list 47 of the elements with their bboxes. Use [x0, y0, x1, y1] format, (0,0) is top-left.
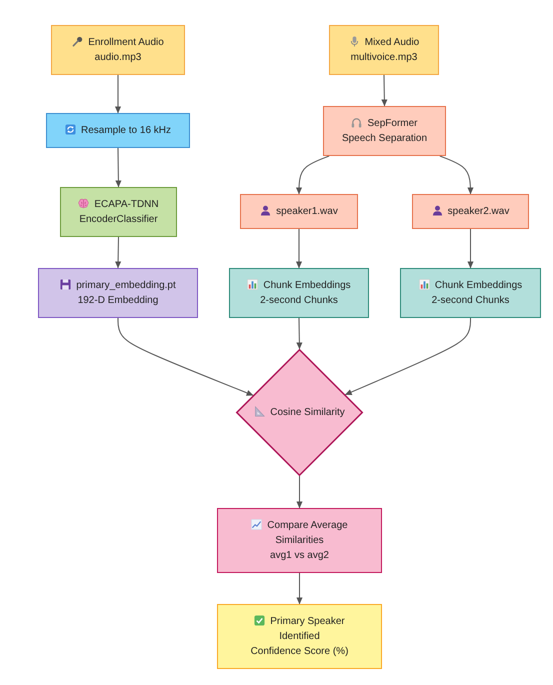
arrow [114, 74, 122, 114]
node-label: SepFormer [367, 118, 418, 129]
process-box [51, 25, 185, 75]
node-label: primary_embedding.pt [76, 280, 176, 291]
node-label: multivoice.mp3 [350, 52, 418, 63]
node-label: Cosine Similarity [270, 407, 345, 418]
node-label: Chunk Embeddings [263, 280, 351, 291]
node-label: Speech Separation [342, 133, 428, 144]
process-box [323, 106, 446, 156]
node-label: Primary Speaker Identified [270, 616, 345, 642]
process-box [240, 194, 358, 229]
node-label: 192-D Embedding [78, 295, 158, 306]
node-label: Chunk Embeddings [434, 280, 522, 291]
node-label: speaker2.wav [448, 206, 510, 217]
arrow [296, 318, 302, 350]
node-label: Confidence Score (%) [250, 646, 348, 657]
arrow [381, 74, 388, 106]
node-label: Resample to 16 kHz [80, 125, 172, 136]
node-label: EncoderClassifier [79, 214, 158, 225]
process-box [60, 187, 177, 237]
process-box [400, 268, 541, 318]
process-box [329, 25, 439, 75]
arrow [296, 572, 303, 604]
node-label: audio.mp3 [94, 52, 142, 63]
process-box [229, 268, 369, 318]
node-label: 2-second Chunks [260, 295, 338, 306]
process-box [217, 604, 382, 669]
process-box [412, 194, 529, 229]
node-label: 2-second Chunks [432, 295, 510, 306]
arrow [115, 236, 122, 268]
arrow [296, 476, 303, 508]
node-label: Mixed Audio [364, 37, 420, 48]
arrow [118, 318, 254, 396]
node-label: avg1 vs avg2 [270, 550, 329, 561]
decision-diamond [236, 349, 363, 476]
node-label: ECAPA-TDNN [94, 199, 159, 210]
node-label: Enrollment Audio [88, 37, 164, 48]
arrow [344, 318, 471, 396]
arrow [467, 228, 474, 268]
process-box [217, 508, 382, 573]
arrow [439, 156, 474, 194]
arrow [115, 148, 122, 188]
process-box [38, 268, 198, 318]
process-box [46, 113, 190, 148]
arrow [296, 228, 302, 268]
arrow [296, 156, 330, 194]
node-label: speaker1.wav [276, 206, 338, 217]
